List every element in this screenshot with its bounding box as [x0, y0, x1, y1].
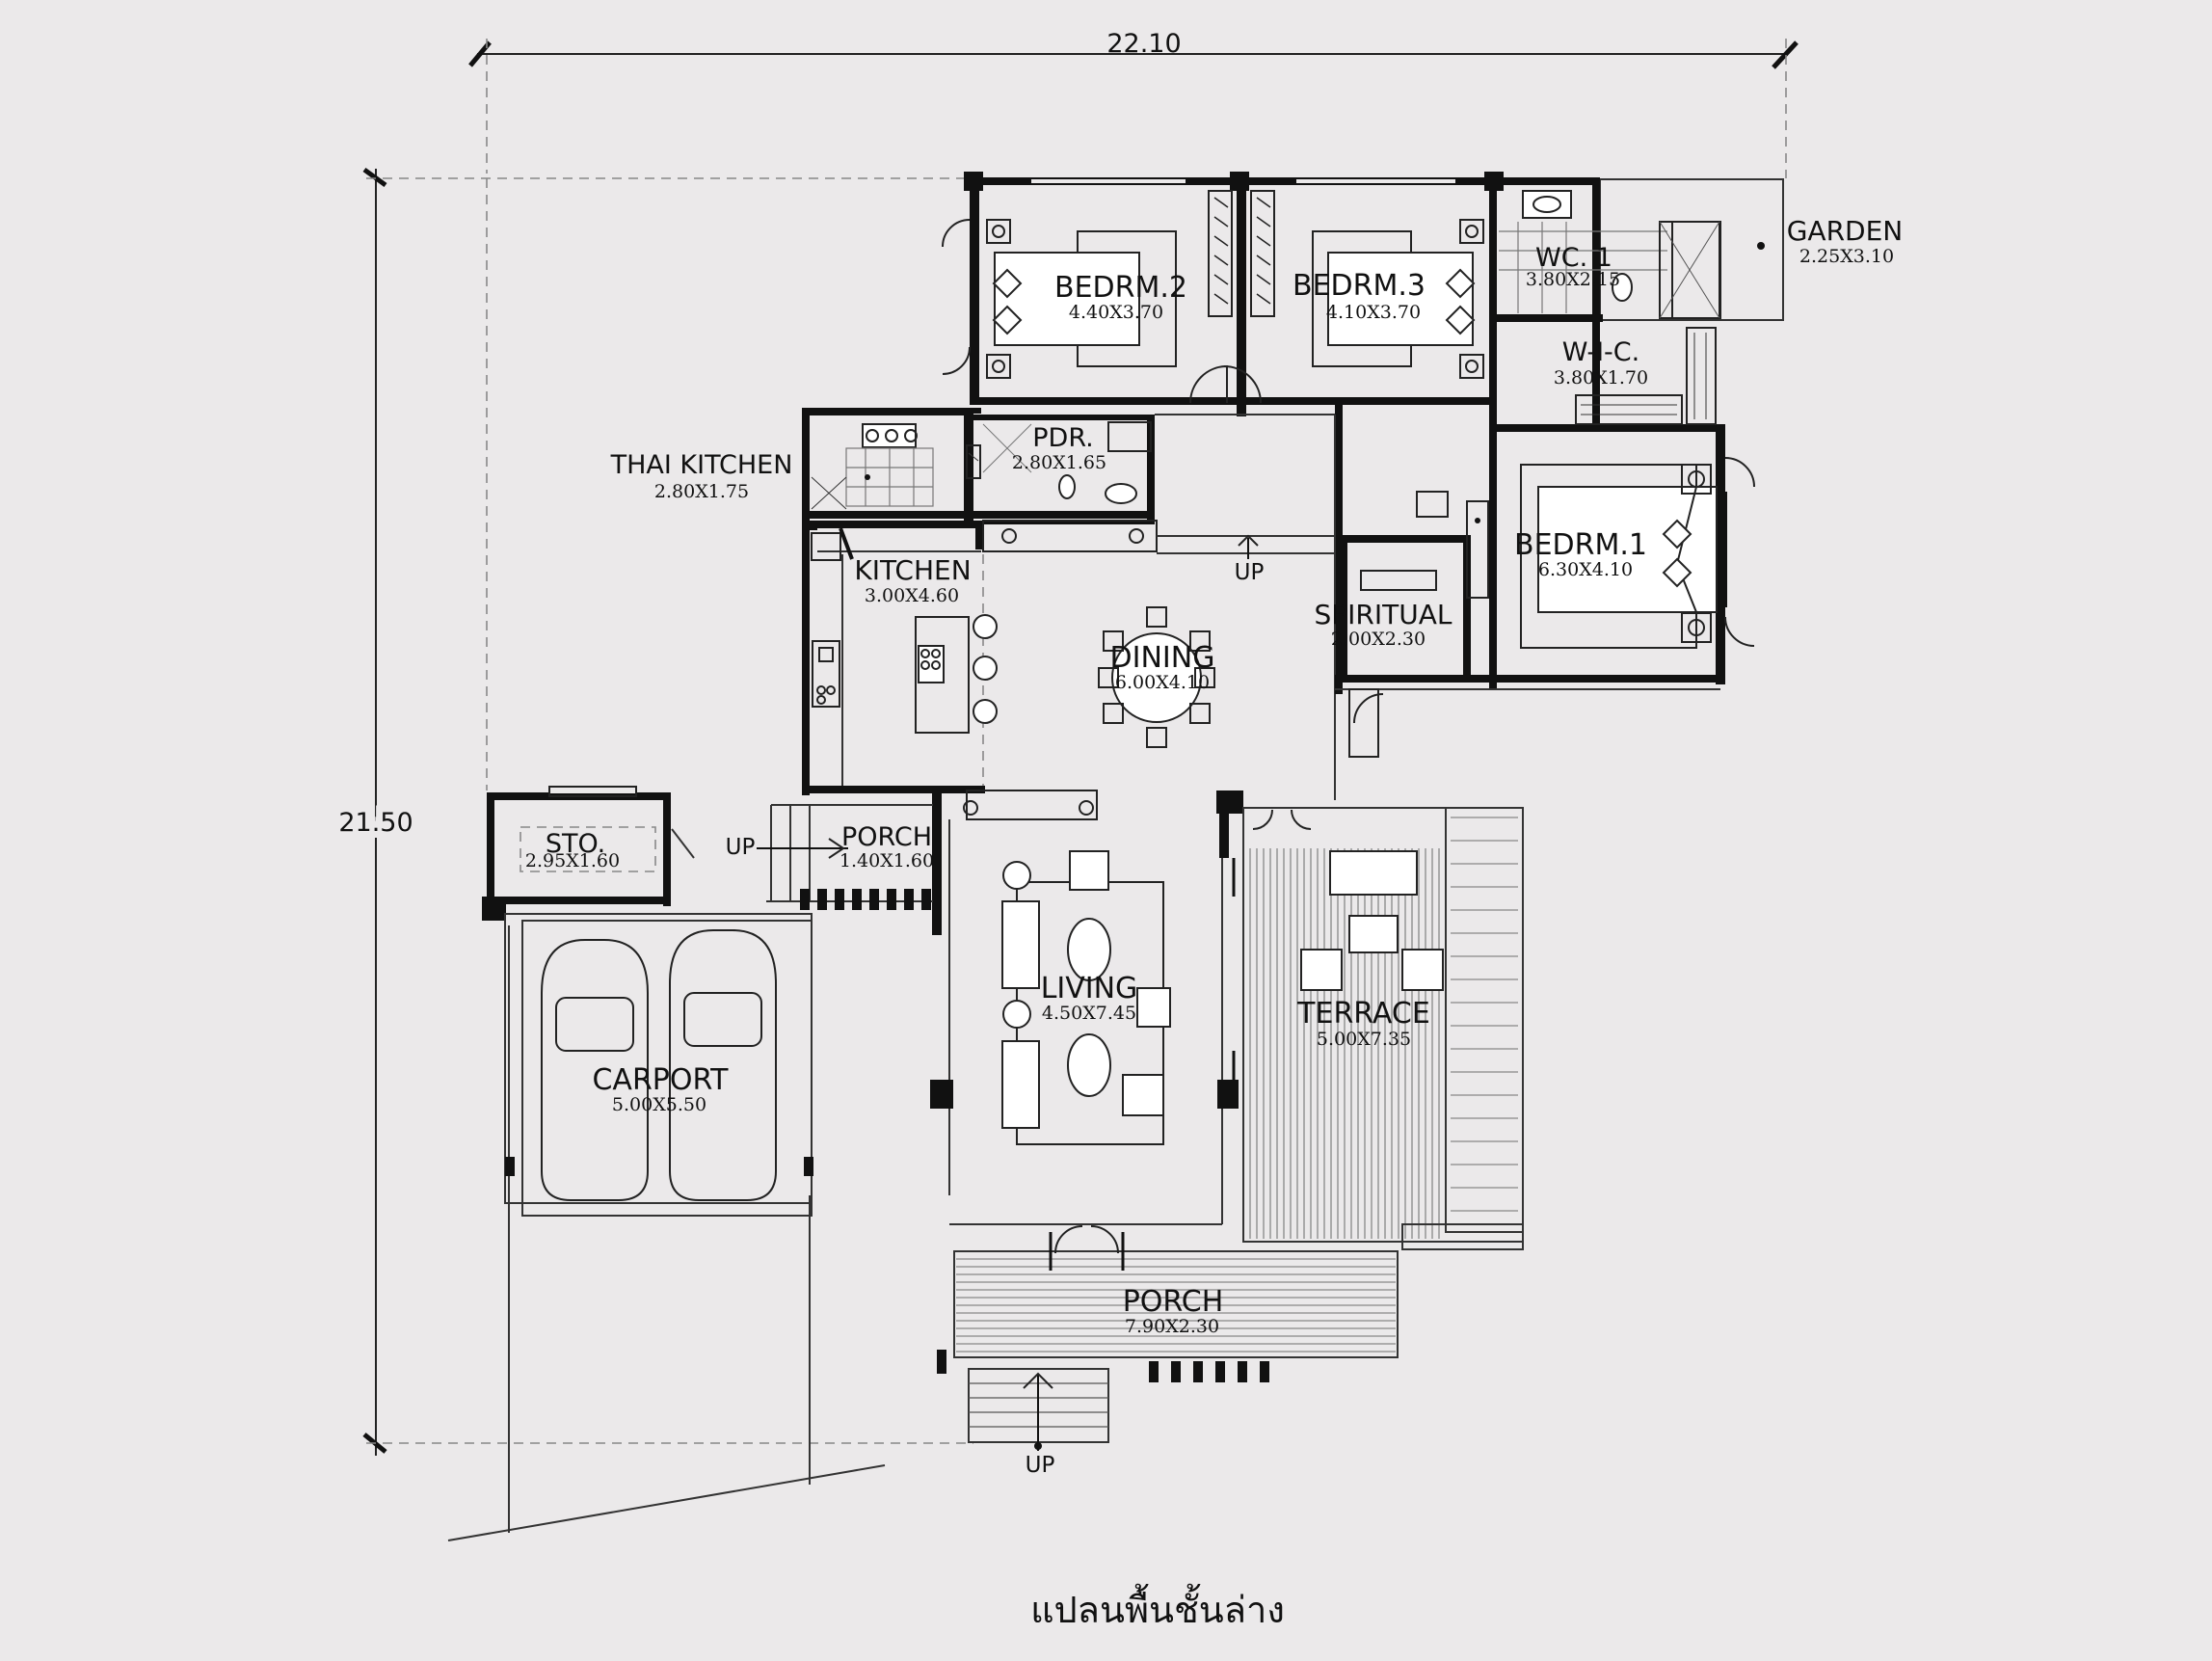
width-dimension: 22.10	[1106, 29, 1181, 59]
living-size: 4.50X7.45	[1042, 1003, 1136, 1024]
front-porch-name: PORCH	[1123, 1285, 1224, 1319]
room-labels: BEDRM.2 4.40X3.70 BEDRM.3 4.10X3.70 WC. …	[525, 215, 1903, 1478]
kitchen-name: KITCHEN	[854, 554, 971, 586]
dining-name: DINING	[1110, 641, 1215, 675]
bedroom1-size: 6.30X4.10	[1538, 559, 1633, 580]
carport-name: CARPORT	[592, 1063, 729, 1097]
bedroom2-size: 4.40X3.70	[1069, 302, 1163, 323]
pdr-name: PDR.	[1032, 423, 1093, 453]
depth-dimension: 21.50	[338, 808, 413, 838]
front-porch-size: 7.90X2.30	[1125, 1316, 1219, 1337]
carport-size: 5.00X5.50	[612, 1094, 706, 1115]
dimension-lines	[362, 39, 1799, 1456]
master-bedroom	[1335, 405, 1755, 684]
spiritual-name: SPIRITUAL	[1315, 599, 1452, 630]
wc1-size: 3.80X2.15	[1526, 269, 1620, 290]
garden-name: GARDEN	[1787, 215, 1904, 247]
side-porch-name: PORCH	[841, 822, 932, 852]
bedroom-wing	[942, 172, 1725, 690]
bedroom3-name: BEDRM.3	[1293, 269, 1426, 303]
side-porch-size: 1.40X1.60	[839, 850, 934, 871]
storage-name: STO.	[546, 829, 605, 859]
terrace-size: 5.00X7.35	[1317, 1029, 1411, 1050]
bedroom2-name: BEDRM.2	[1054, 271, 1187, 305]
thai-kitchen-size: 2.80X1.75	[654, 481, 749, 502]
garden-size: 2.25X3.10	[1799, 246, 1894, 267]
pdr-size: 2.80X1.65	[1012, 452, 1106, 473]
spiritual-size: 2.00X2.30	[1331, 629, 1426, 650]
side-porch-steps	[800, 889, 931, 910]
wic-name: W-I-C.	[1562, 337, 1640, 367]
side-porch-up-label: UP	[726, 835, 756, 860]
kitchen-size: 3.00X4.60	[865, 585, 959, 606]
plan-caption: แปลนพื้นชั้นล่าง	[1030, 1583, 1285, 1631]
front-porch-deck	[937, 1225, 1399, 1451]
dining-up-label: UP	[1235, 560, 1265, 585]
central-core	[482, 408, 1720, 1225]
bedroom1-name: BEDRM.1	[1514, 528, 1647, 562]
thai-kitchen-name: THAI KITCHEN	[610, 450, 793, 480]
wc1-name: WC. 1	[1535, 243, 1612, 273]
living-name: LIVING	[1041, 972, 1138, 1005]
front-porch-up-label: UP	[1026, 1453, 1055, 1478]
site-boundary	[447, 178, 886, 1541]
terrace-name: TERRACE	[1296, 997, 1430, 1031]
terrace-deck	[1232, 807, 1524, 1250]
dining-size: 6.00X4.10	[1115, 672, 1210, 693]
bedroom3-size: 4.10X3.70	[1326, 302, 1421, 323]
storage-size: 2.95X1.60	[525, 850, 620, 871]
wic-size: 3.80X1.70	[1554, 367, 1648, 388]
